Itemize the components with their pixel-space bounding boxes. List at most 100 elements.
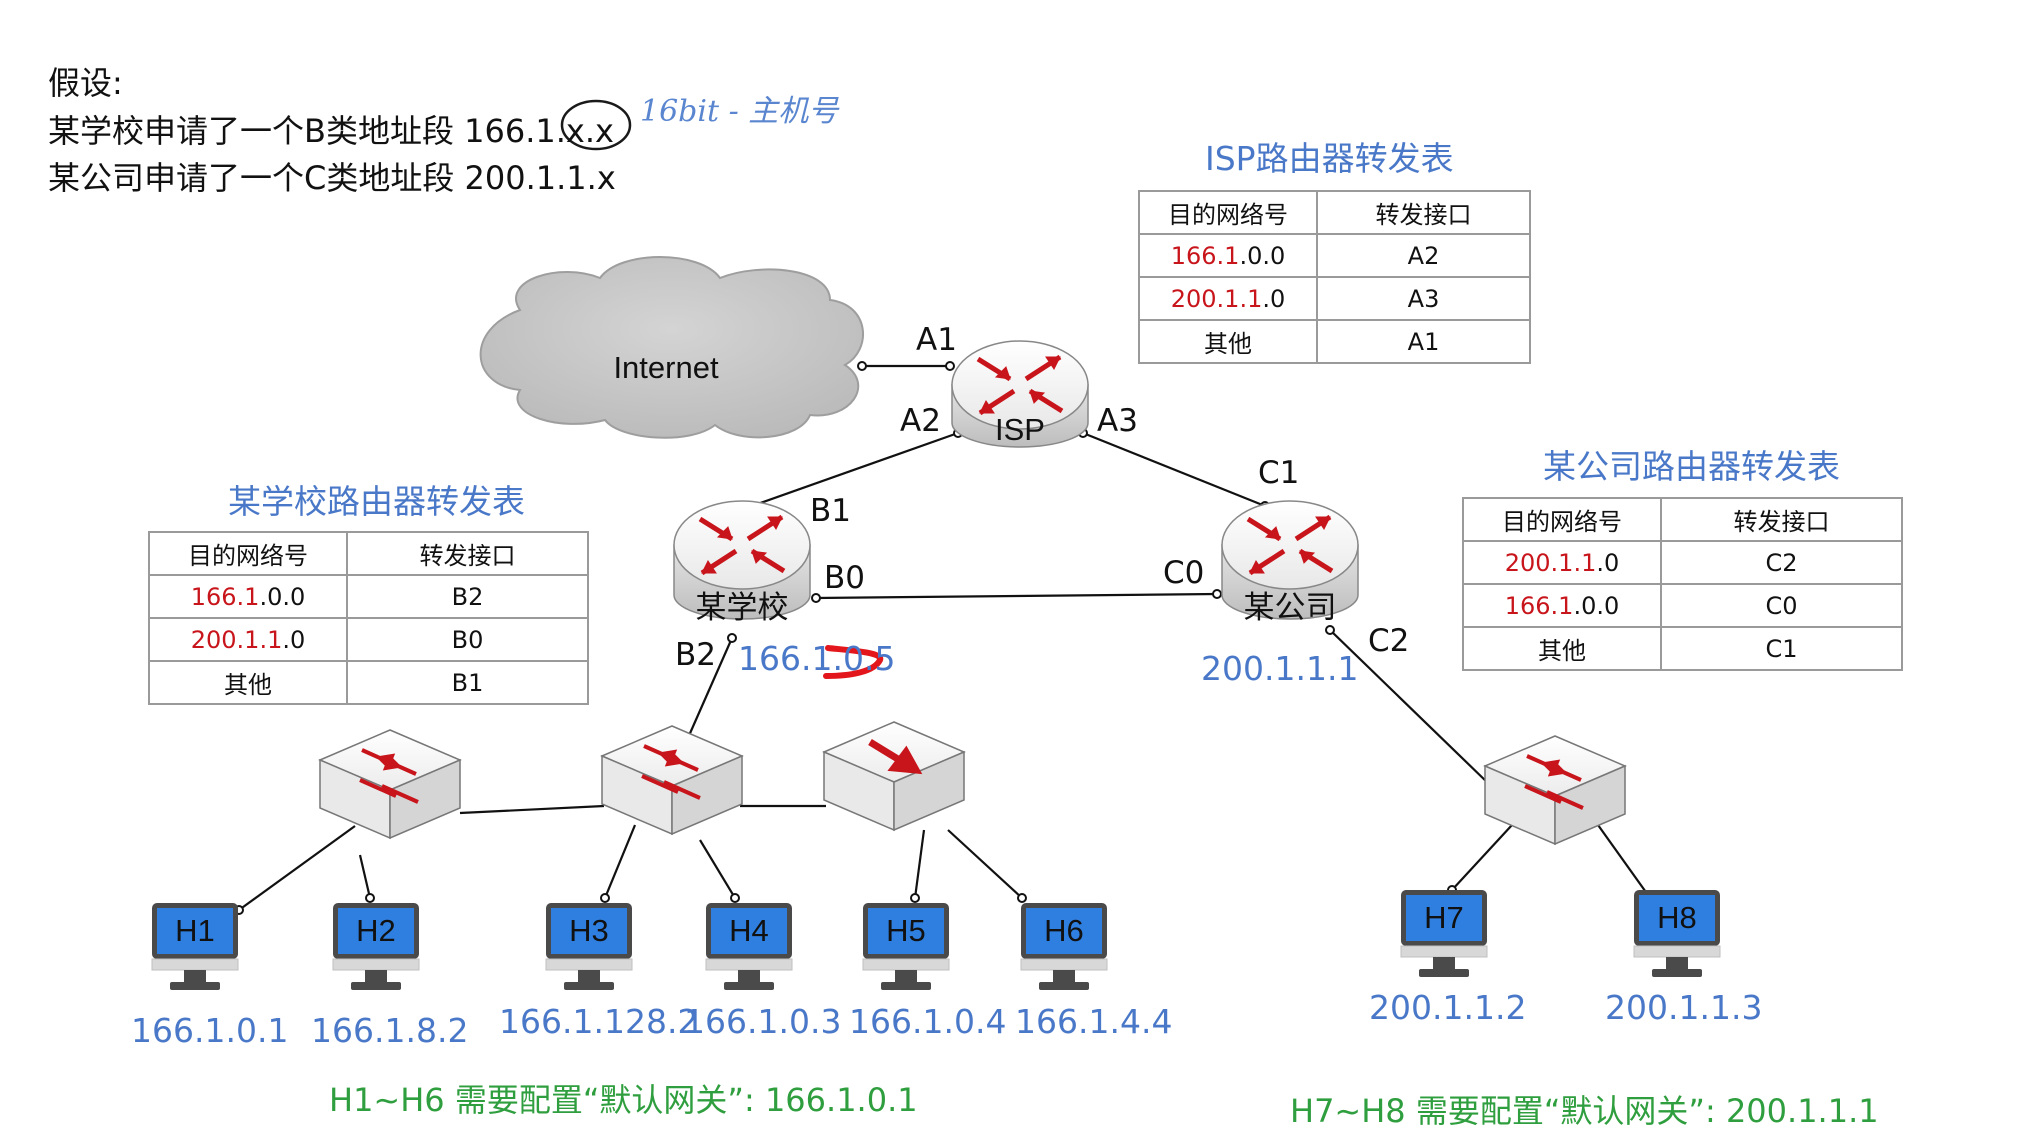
school-router-ip: 166.1.0.5: [738, 639, 896, 678]
link-sw3-h5: [913, 829, 926, 899]
port-cell: A3: [1316, 276, 1531, 321]
table-row: 200.1.1.0 A3: [1138, 276, 1531, 321]
dest-cell: 166.1.0.0: [148, 574, 348, 619]
dest-net-prefix: 166.1: [190, 582, 260, 611]
link-isp-school: [751, 431, 959, 508]
link-company-switch4: [1329, 629, 1491, 786]
port-a1: A1: [916, 322, 957, 358]
table-header-row: 目的网络号 转发接口: [148, 531, 589, 576]
port-b1: B1: [810, 493, 851, 529]
router-isp-label: ISP: [995, 412, 1045, 447]
dest-net-prefix: 200.1.1: [1170, 284, 1263, 313]
host-ip-h2: 166.1.8.2: [311, 1011, 469, 1050]
table-row: 166.1.0.0 B2: [148, 574, 589, 619]
port-c1: C1: [1258, 455, 1300, 491]
host-ip-h5: 166.1.0.4: [849, 1002, 1007, 1041]
host-name-h1: H1: [175, 913, 215, 948]
dest-net-suffix: .0: [1596, 548, 1620, 577]
table-row: 其他 C1: [1462, 626, 1903, 671]
dest-cell: 166.1.0.0: [1138, 233, 1318, 278]
dest-net-suffix: .0: [1262, 284, 1286, 313]
header-dest: 目的网络号: [1138, 190, 1318, 235]
dest-net-prefix: 166.1: [1504, 591, 1574, 620]
dest-net-prefix: 200.1.1: [1504, 548, 1597, 577]
header-port: 转发接口: [346, 531, 589, 576]
host-ip-h8: 200.1.1.3: [1605, 988, 1763, 1027]
dest-cell: 200.1.1.0: [148, 617, 348, 662]
router-school-label: 某学校: [696, 590, 789, 625]
router-school: [673, 500, 811, 620]
company-gateway-note: H7~H8 需要配置“默认网关”: 200.1.1.1: [1290, 1092, 1879, 1130]
company-table-title: 某公司路由器转发表: [1543, 447, 1840, 486]
dest-cell: 其他: [148, 660, 348, 705]
host-ip-h4: 166.1.0.3: [684, 1002, 842, 1041]
port-cell: A2: [1316, 233, 1531, 278]
circle-annotation: [560, 99, 632, 151]
host-name-h8: H8: [1657, 900, 1697, 935]
switch-1: [318, 729, 462, 840]
port-b2: B2: [675, 637, 716, 673]
host-name-h5: H5: [886, 913, 926, 948]
dest-net-prefix: 200.1.1: [190, 625, 283, 654]
table-row: 其他 A1: [1138, 319, 1531, 364]
table-row: 200.1.1.0 C2: [1462, 540, 1903, 585]
isp-table-title: ISP路由器转发表: [1205, 139, 1454, 178]
header-dest: 目的网络号: [148, 531, 348, 576]
dest-net-suffix: 其他: [1204, 330, 1252, 358]
dest-cell: 200.1.1.0: [1138, 276, 1318, 321]
dest-cell: 166.1.0.0: [1462, 583, 1662, 628]
port-cell: B0: [346, 617, 589, 662]
link-sw2-h4: [699, 839, 736, 899]
dest-net-suffix: .0.0: [1239, 241, 1286, 270]
host-ip-h1: 166.1.0.1: [131, 1011, 289, 1050]
header-dest: 目的网络号: [1462, 497, 1662, 542]
assumption-line1-circled: x.x: [565, 112, 614, 150]
port-cell: C1: [1660, 626, 1903, 671]
header-port: 转发接口: [1660, 497, 1903, 542]
school-table-title: 某学校路由器转发表: [228, 482, 525, 521]
dest-net-suffix: .0.0: [259, 582, 306, 611]
links: [238, 364, 1649, 911]
school-forwarding-table: 目的网络号 转发接口 166.1.0.0 B2 200.1.1.0 B0 其他 …: [148, 531, 589, 705]
handwritten-note: 16bit - 主机号: [640, 94, 839, 129]
internet-cloud: [479, 256, 864, 439]
port-cell: C2: [1660, 540, 1903, 585]
port-cell: B2: [346, 574, 589, 619]
host-ip-h7: 200.1.1.2: [1369, 988, 1527, 1027]
port-b0: B0: [824, 560, 865, 596]
table-row: 200.1.1.0 B0: [148, 617, 589, 662]
router-company: [1221, 500, 1359, 620]
red-underline-annotation: [823, 645, 884, 679]
isp-forwarding-table: 目的网络号 转发接口 166.1.0.0 A2 200.1.1.0 A3 其他 …: [1138, 190, 1531, 364]
assumption-title: 假设:: [48, 64, 123, 102]
link-isp-company: [1082, 431, 1266, 508]
port-cell: A1: [1316, 319, 1531, 364]
table-row: 166.1.0.0 A2: [1138, 233, 1531, 278]
port-c0: C0: [1163, 555, 1205, 591]
port-cell: B1: [346, 660, 589, 705]
router-company-label: 某公司: [1244, 590, 1337, 625]
assumption-line2: 某公司申请了一个C类地址段 200.1.1.x: [48, 159, 616, 197]
assumption-line1-prefix: 某学校申请了一个B类地址段 166.1.: [48, 112, 566, 150]
port-c2: C2: [1368, 623, 1410, 659]
host-name-h2: H2: [356, 913, 396, 948]
internet-label: Internet: [613, 350, 719, 385]
dest-cell: 200.1.1.0: [1462, 540, 1662, 585]
host-name-h6: H6: [1044, 913, 1084, 948]
port-a2: A2: [900, 403, 941, 439]
school-gateway-note: H1~H6 需要配置“默认网关”: 166.1.0.1: [329, 1081, 918, 1119]
link-sw3-h6: [947, 829, 1023, 899]
link-sw2-h3: [603, 824, 637, 899]
table-row: 166.1.0.0 C0: [1462, 583, 1903, 628]
company-router-ip: 200.1.1.1: [1201, 649, 1359, 688]
table-row: 其他 B1: [148, 660, 589, 705]
link-sw4-h7: [1451, 824, 1513, 891]
dest-net-suffix: 其他: [1538, 637, 1586, 665]
assumption-line1: 某学校申请了一个B类地址段 166.1.x.x: [48, 106, 614, 152]
dest-cell: 其他: [1462, 626, 1662, 671]
port-cell: C0: [1660, 583, 1903, 628]
host-name-h7: H7: [1424, 900, 1464, 935]
switch-4: [1483, 735, 1627, 846]
